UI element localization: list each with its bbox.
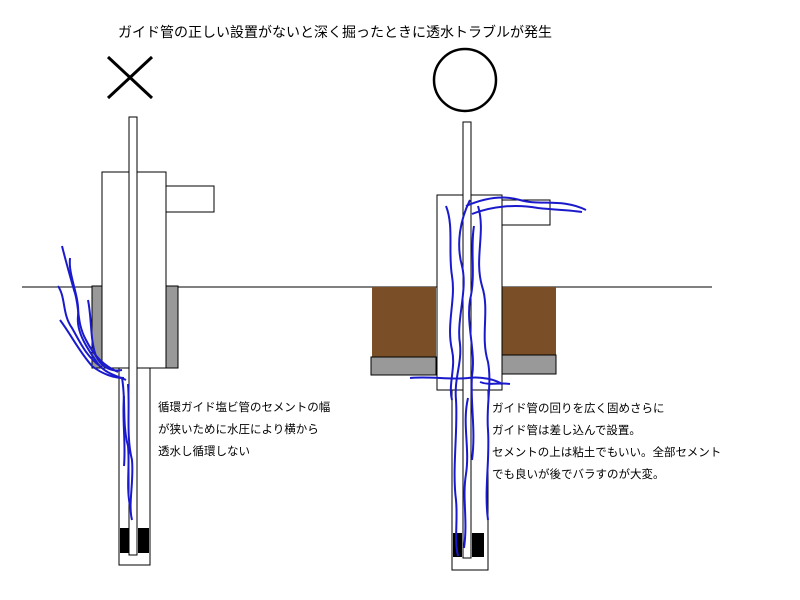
- right-water-flow: [409, 196, 587, 557]
- left-pipe-tip: [120, 528, 129, 553]
- right-clay-right: [502, 287, 556, 355]
- left-side-outlet: [165, 185, 215, 213]
- left-inner-pipe: [128, 116, 138, 556]
- left-note-line: 循環ガイド塩ビ管のセメントの幅: [158, 400, 331, 414]
- right-note-line: ガイド管の回りを広く固めさらに: [492, 401, 665, 415]
- left-cement-wall: [165, 285, 179, 369]
- right-note-line: ガイド管は差し込んで設置。: [492, 423, 641, 437]
- right-note-line: でも良いが後でバラすのが大変。: [492, 467, 665, 481]
- left-note-line: 透水し循環しない: [158, 444, 250, 458]
- right-clay-left: [372, 287, 436, 357]
- left-water-leak: [57, 245, 134, 521]
- right-pipe-tip: [472, 533, 484, 557]
- circle-mark: [432, 47, 498, 113]
- left-note-line: が狭いために水圧により横から: [158, 422, 319, 436]
- right-side-outlet: [501, 199, 551, 226]
- right-note: ガイド管の回りを広く固めさらに ガイド管は差し込んで設置。 セメントの上は粘土で…: [492, 397, 721, 485]
- left-note: 循環ガイド塩ビ管のセメントの幅 が狭いために水圧により横から 透水し循環しない: [158, 396, 330, 462]
- cross-mark: [106, 55, 154, 100]
- left-pipe-tip: [138, 528, 149, 553]
- diagram-title: ガイド管の正しい設置がないと深く掘ったときに透水トラブルが発生: [118, 25, 552, 41]
- right-note-line: セメントの上は粘土でもいい。全部セメント: [492, 445, 722, 459]
- right-cement-left: [370, 356, 437, 376]
- right-cement-right: [501, 354, 557, 375]
